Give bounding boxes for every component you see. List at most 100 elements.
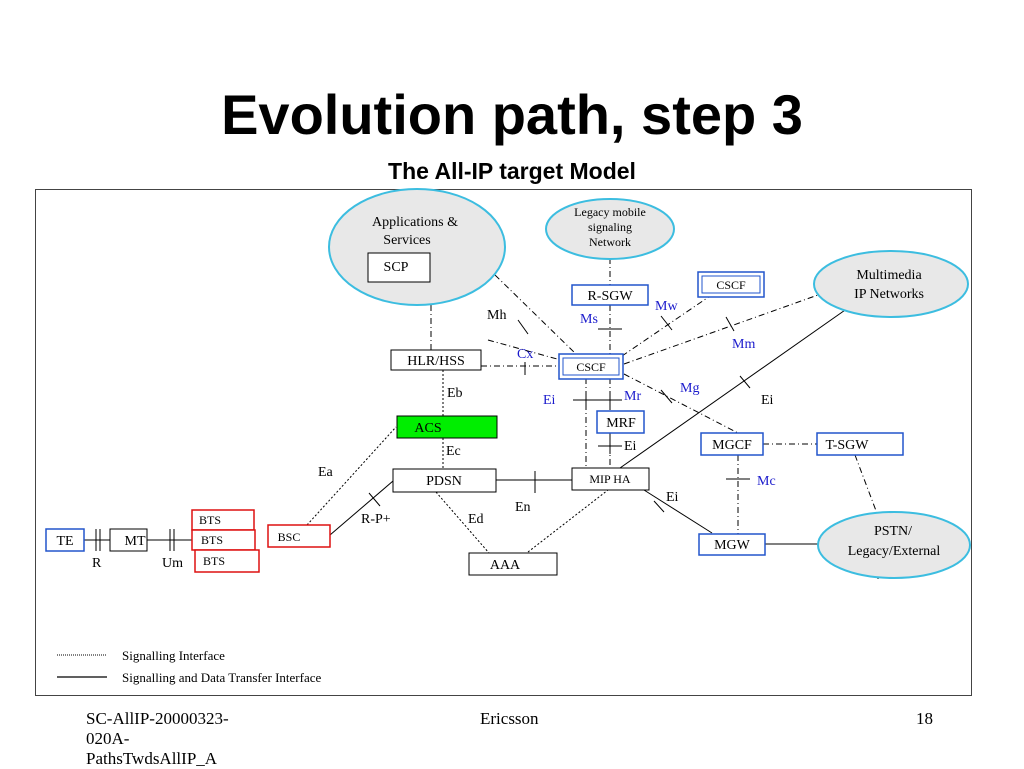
interface-labels: Mh Ms Mw Mm Cx Mg Eb Ei Mr Ei Ec Ei Mc E… [92,299,776,571]
link-mm [623,294,819,365]
tick-mw [660,315,673,331]
mt-box [109,528,148,552]
bts3-label: BTS [203,554,225,568]
link-apps-cscf [494,274,579,357]
link-mg [623,373,739,434]
legacy-network-ellipse [545,198,675,260]
te-label: TE [56,534,73,549]
mipha-box [571,467,650,491]
mw-label: Mw [655,299,678,314]
tick-mh [517,319,529,335]
mgw-box [698,533,766,556]
mm-label: Mm [732,337,755,352]
pstn-ellipse [817,511,971,579]
um-label: Um [162,556,183,571]
dashdot-links [430,258,879,534]
bsc-label: BSC [278,530,301,544]
footer-doc-id-line1: SC-AllIP-20000323- [86,709,229,728]
cscf-mid-label: CSCF [576,360,606,374]
tick-mm [725,316,735,332]
link-mh [487,339,569,363]
aaa-label: AAA [490,558,521,573]
tick-mg [660,389,673,404]
pstn-label-1: PSTN/ [874,524,912,539]
mr-label: Mr [624,389,641,404]
ei-mip-label: Ei [666,490,679,505]
tick-rp [368,492,381,507]
link-tsgw-pstn [854,454,879,517]
mrf-box [596,410,645,434]
rp-label: R-P+ [361,512,391,527]
cx-label: Cx [517,347,533,362]
link-ed [435,491,490,554]
cscf-mid-box-inner [562,357,620,376]
legend-signalling-label: Signalling Interface [122,648,225,663]
link-mw [621,295,711,357]
solid-links [84,307,879,579]
hlr-label: HLR/HSS [407,354,465,369]
eb-label: Eb [447,386,463,401]
te-box [45,528,85,552]
cscf-top-label: CSCF [716,278,746,292]
rsgw-box [571,284,649,306]
mrf-label: MRF [606,416,636,431]
multimedia-ellipse [813,250,969,318]
legacy-label-1: Legacy mobile [574,205,646,219]
acs-label: ACS [414,421,441,436]
bsc-box [267,524,331,548]
bts3-box [194,549,260,573]
mc-label: Mc [757,474,776,489]
bts1-label: BTS [199,513,221,527]
ms-label: Ms [580,312,598,327]
pdsn-box [392,468,497,493]
link-rp [329,480,394,536]
applications-label: Applications & [372,215,458,230]
applications-label-2: Services [383,233,430,248]
link-mip-multimedia [619,307,849,469]
legend: Signalling Interface Signalling and Data… [57,648,322,685]
mt-label: MT [125,534,146,549]
diagram-frame [35,189,972,696]
r-label: R [92,556,102,571]
en-label: En [515,500,531,515]
multimedia-label-2: IP Networks [854,287,924,302]
boxes [45,252,904,576]
scp-box [367,252,431,283]
footer-doc-id-line3: PathsTwdsAllIP_A [86,749,218,768]
ed-label: Ed [468,512,484,527]
mgcf-label: MGCF [712,438,752,453]
scp-label: SCP [384,260,409,275]
ei-right-label: Ei [761,393,774,408]
mipha-label: MIP HA [589,472,631,486]
legacy-label-3: Network [589,235,631,249]
ellipses [328,188,971,579]
legend-signalling-data-label: Signalling and Data Transfer Interface [122,670,322,685]
mgcf-box [700,432,764,456]
link-mip-mgw [643,489,713,534]
link-aaa-mip [527,489,609,553]
pstn-label-2: Legacy/External [848,544,941,559]
tsgw-label: T-SGW [825,438,869,453]
hlr-box [390,349,482,371]
bts2-label: BTS [201,533,223,547]
acs-box [396,415,498,439]
slide-title: Evolution path, step 3 [221,83,803,146]
node-labels: Applications & Services SCP Legacy mobil… [56,205,940,573]
ei-left-label: Ei [543,393,556,408]
mg-label: Mg [680,381,699,396]
pdsn-label: PDSN [426,474,462,489]
interface-ticks [95,315,751,551]
multimedia-label-1: Multimedia [856,268,922,283]
footer-page-number: 18 [916,709,933,728]
cscf-top-box-inner [701,275,761,294]
ei-mrf-label: Ei [624,439,637,454]
dotted-links [306,370,609,554]
footer-company: Ericsson [480,709,539,728]
ec-label: Ec [446,444,461,459]
footer-doc-id-line2: 020A- [86,729,130,748]
mh-label: Mh [487,308,506,323]
ea-label: Ea [318,465,334,480]
aaa-box [468,552,558,576]
slide-subtitle: The All-IP target Model [388,158,636,184]
